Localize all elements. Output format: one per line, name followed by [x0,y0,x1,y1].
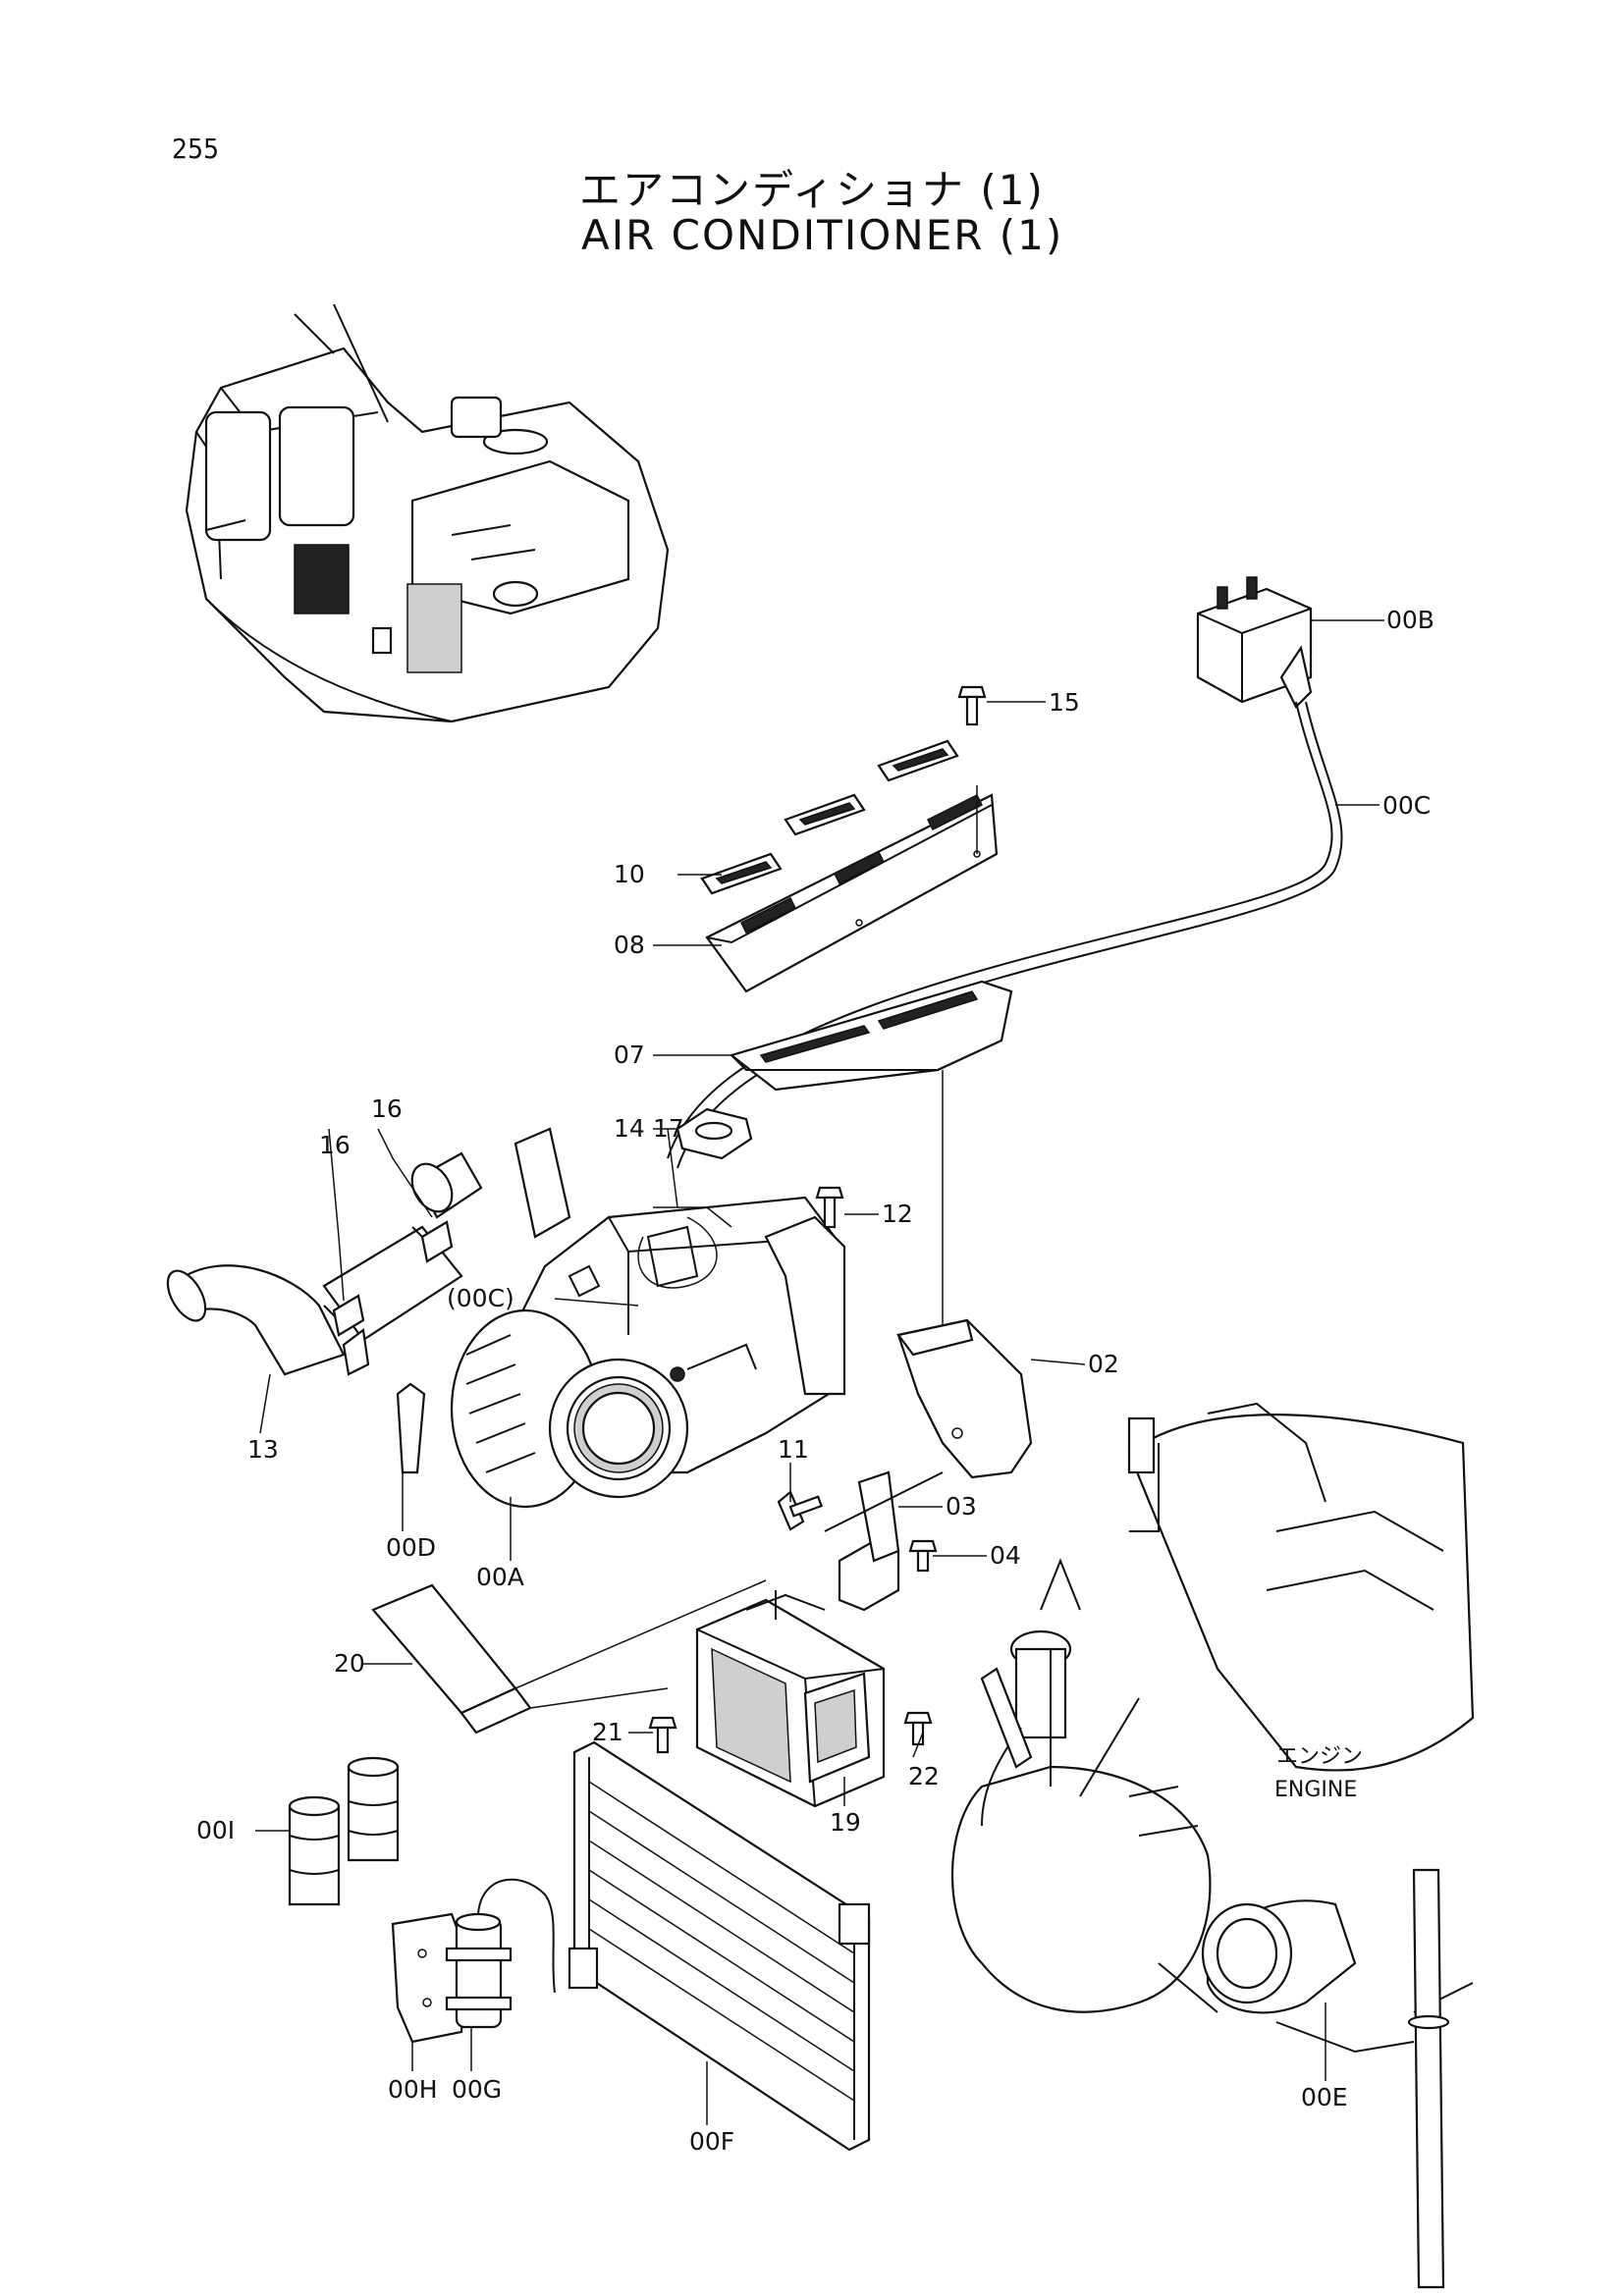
engine-label-jp: エンジン [1276,1744,1363,1769]
bolt-11 [777,1490,824,1531]
drain-hose-00D [396,1382,426,1474]
callout-03: 03 [946,1492,977,1521]
control-cable-00C [667,701,1333,1159]
duct-02 [896,1318,1033,1479]
receiver-drier-00G [445,1878,556,2029]
receiver-00I [288,1756,400,1906]
callout-17: 17 [653,1114,684,1143]
control-head-00B [1196,576,1313,709]
callout-20: 20 [334,1649,365,1678]
callout-labels: 00B 15 00C 10 08 07 14 16 16 17 12 (00C)… [196,606,1434,2156]
callout-13: 13 [247,1435,279,1464]
bracket-03 [824,1470,944,1612]
callout-16-right: 16 [371,1095,403,1123]
harness-17 [637,1206,732,1289]
excavator-overview-illustration [185,303,670,723]
bolt-21 [648,1716,677,1754]
engine-illustration [951,1402,1475,2289]
duct-07 [729,980,1013,1325]
control-cable-00C-b [676,701,1343,1169]
callout-00C: 00C [1382,791,1431,820]
callout-12: 12 [882,1200,913,1228]
callout-15: 15 [1049,688,1080,717]
callout-14: 14 [614,1114,645,1143]
callout-16-left: 16 [319,1131,351,1159]
callout-00G: 00G [452,2075,502,2104]
callout-04: 04 [990,1541,1021,1570]
bolt-12 [815,1186,844,1229]
bolt-04 [908,1539,938,1573]
callout-11: 11 [778,1435,809,1464]
title-english: AIR CONDITIONER (1) [581,211,1064,259]
callout-00F: 00F [689,2127,734,2156]
leader-lines [255,619,1384,2125]
callout-21: 21 [592,1718,623,1746]
title-japanese: エアコンディショナ (1) [579,166,1045,214]
callout-08: 08 [614,931,645,959]
callout-00D: 00D [386,1533,436,1562]
ac-unit-00A [450,1196,846,1509]
evaporator-19 [695,1590,886,1808]
engine-label-en: ENGINE [1274,1778,1357,1802]
callout-00I: 00I [196,1816,235,1844]
hose-13 [166,1127,571,1376]
callout-00E: 00E [1301,2083,1348,2111]
callout-00A: 00A [476,1563,524,1591]
plate-20 [371,1579,767,1735]
bolt-15 [957,685,987,726]
louvers-10 [700,739,959,895]
bolt-22 [903,1711,933,1746]
callout-00C-ref: (00C) [447,1284,514,1312]
callout-10: 10 [614,860,645,888]
bracket-00H [391,1912,468,2044]
callout-22: 22 [908,1762,940,1790]
callout-19: 19 [830,1808,861,1837]
condenser-00F [568,1740,871,2152]
grommet-14 [676,1107,753,1160]
page-number: 255 [172,133,220,165]
duct-08 [705,785,999,993]
callout-00H: 00H [388,2075,438,2104]
callout-07: 07 [614,1041,645,1069]
callout-02: 02 [1088,1350,1119,1378]
callout-00B: 00B [1386,606,1434,634]
